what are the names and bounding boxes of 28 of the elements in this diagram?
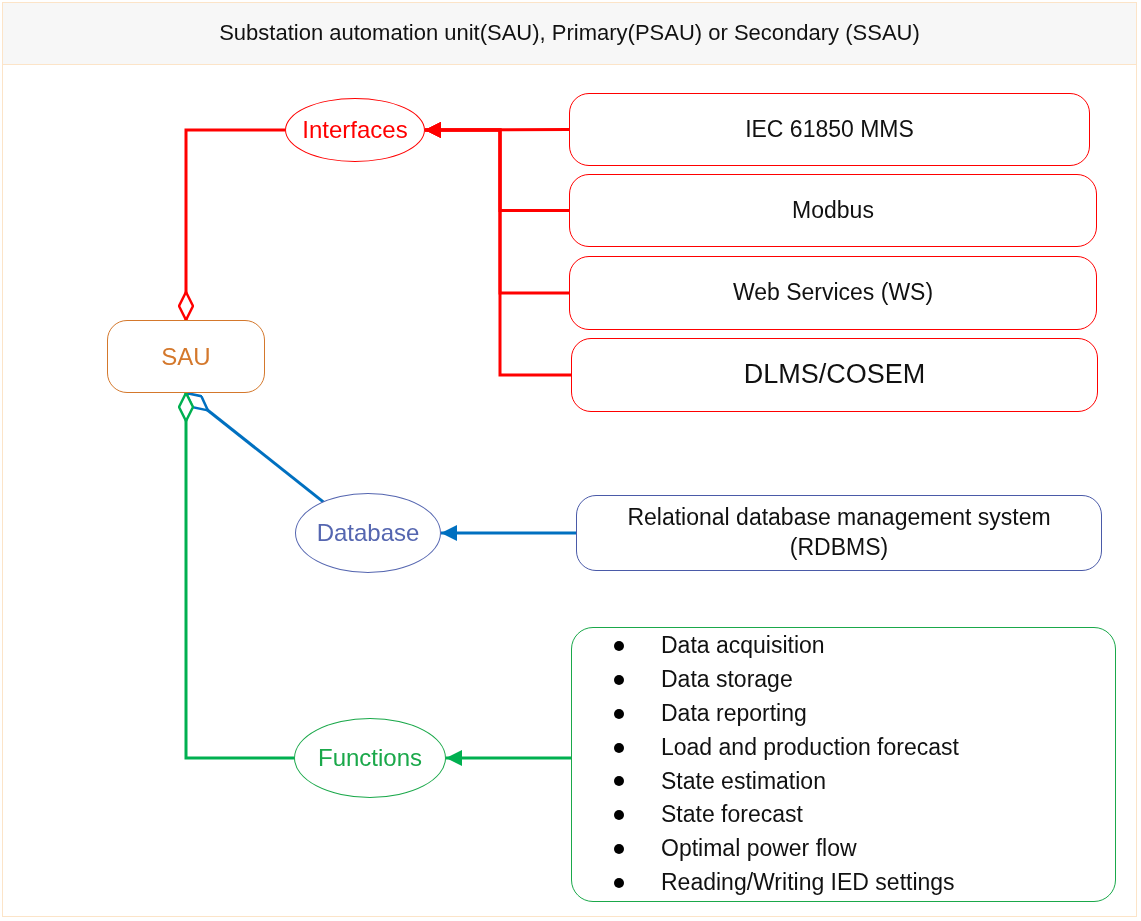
list-item: State estimation xyxy=(661,766,826,796)
connector-arrow xyxy=(425,122,571,377)
protocol-box xyxy=(571,338,1098,412)
box-label: Web Services (WS) xyxy=(732,278,934,308)
title: Substation automation unit(SAU), Primary(PSAU) or Secondary (SSAU) xyxy=(218,20,921,46)
node-label: Interfaces xyxy=(302,115,408,146)
sau-box xyxy=(107,320,265,393)
node-label: Database xyxy=(316,518,420,549)
protocol-box xyxy=(569,93,1090,166)
rdbms-box xyxy=(576,495,1102,571)
protocol-box xyxy=(569,174,1097,247)
list-item: Data storage xyxy=(661,665,793,695)
box-label: DLMS/COSEM xyxy=(743,358,926,392)
list-item: Load and production forecast xyxy=(661,732,959,762)
function-list-box xyxy=(571,627,1116,902)
node-label: Functions xyxy=(317,743,423,774)
box-label: Relational database management system (RDBMS) xyxy=(626,503,1052,562)
protocol-box xyxy=(569,256,1097,330)
list-item: Data reporting xyxy=(661,698,807,728)
box-label: SAU xyxy=(161,341,211,372)
list-item: Optimal power flow xyxy=(661,834,857,864)
box-label: Modbus xyxy=(792,195,874,225)
list-item: Reading/Writing IED settings xyxy=(661,867,955,897)
list-item: State forecast xyxy=(661,800,803,830)
box-label: IEC 61850 MMS xyxy=(745,114,914,144)
list-item: Data acquisition xyxy=(661,631,825,661)
connector-arrow xyxy=(441,525,576,541)
connector-arrow xyxy=(446,750,571,766)
